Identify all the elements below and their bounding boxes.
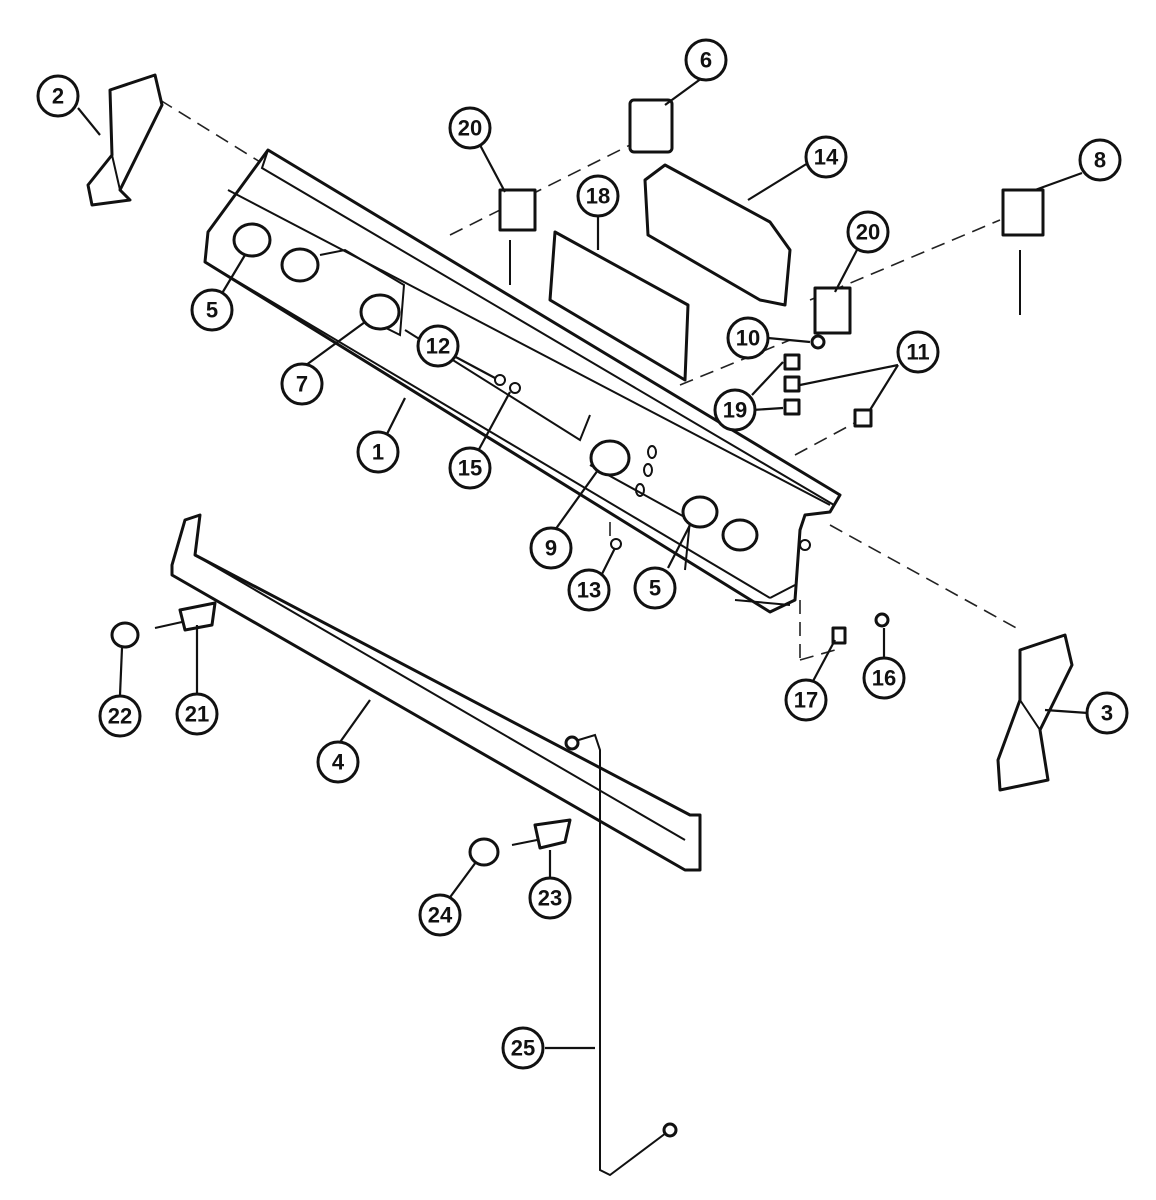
svg-text:1: 1 [372, 440, 384, 465]
callout-12: 12 [416, 324, 460, 368]
callout-10: 10 [726, 316, 770, 360]
part-10-screw [810, 334, 826, 350]
part-20-bracket-left [498, 188, 537, 232]
callout-13: 13 [567, 568, 611, 612]
svg-text:17: 17 [794, 688, 818, 713]
callout-16: 16 [862, 656, 906, 700]
callout-23: 23 [528, 876, 572, 920]
callout-7: 7 [280, 362, 324, 406]
part-16-screw [874, 612, 890, 628]
svg-text:21: 21 [185, 702, 209, 727]
callout-9: 9 [529, 526, 573, 570]
svg-text:2: 2 [52, 84, 64, 109]
svg-text:14: 14 [814, 145, 839, 170]
part-25-tube [571, 733, 671, 1177]
part-22-nut [110, 621, 140, 649]
callout-1: 1 [356, 430, 400, 474]
svg-text:19: 19 [723, 398, 747, 423]
callout-14: 14 [804, 135, 848, 179]
svg-text:24: 24 [428, 903, 453, 928]
part-20-bracket-right [813, 286, 852, 335]
control-panel-backguard [203, 148, 842, 614]
callout-19: 19 [713, 388, 757, 432]
svg-text:15: 15 [458, 456, 482, 481]
part-21-valve [154, 601, 217, 632]
callout-5a: 5 [190, 288, 234, 332]
callout-18: 18 [576, 174, 620, 218]
callout-8: 8 [1078, 138, 1122, 182]
leader-lines [77, 77, 1089, 1050]
part-6-switch [628, 98, 674, 154]
svg-text:12: 12 [426, 334, 450, 359]
svg-text:5: 5 [206, 298, 218, 323]
callout-4: 4 [316, 740, 360, 784]
control-knobs [232, 222, 811, 552]
callout-25: 25 [501, 1026, 545, 1070]
right-end-cap [996, 633, 1074, 792]
part-24-nut [468, 837, 500, 867]
part-17-clip [831, 626, 847, 645]
callout-24: 24 [418, 893, 462, 937]
svg-text:16: 16 [872, 666, 896, 691]
callout-20a: 20 [448, 106, 492, 150]
part-8-bracket [1001, 188, 1045, 315]
callout-5b: 5 [633, 566, 677, 610]
svg-text:20: 20 [856, 220, 880, 245]
svg-text:7: 7 [296, 372, 308, 397]
svg-text:8: 8 [1094, 148, 1106, 173]
svg-text:20: 20 [458, 116, 482, 141]
svg-text:11: 11 [906, 340, 929, 365]
callout-11: 11 [896, 330, 940, 374]
callout-21: 21 [175, 692, 219, 736]
callout-2: 2 [36, 74, 80, 118]
part-14-control-board [643, 163, 792, 307]
svg-text:9: 9 [545, 536, 557, 561]
callout-17: 17 [784, 678, 828, 722]
callout-3: 3 [1085, 691, 1129, 735]
callout-22: 22 [98, 694, 142, 738]
svg-text:25: 25 [511, 1036, 535, 1061]
part-11-19-clips [783, 353, 873, 428]
part-18-overlay [548, 230, 690, 382]
svg-text:6: 6 [700, 48, 712, 73]
svg-text:5: 5 [649, 576, 661, 601]
svg-text:23: 23 [538, 886, 562, 911]
svg-text:4: 4 [332, 750, 345, 775]
svg-text:13: 13 [577, 578, 601, 603]
callout-6: 6 [684, 38, 728, 82]
svg-text:10: 10 [736, 326, 760, 351]
svg-text:18: 18 [586, 184, 610, 209]
svg-text:3: 3 [1101, 701, 1113, 726]
callout-15: 15 [448, 446, 492, 490]
mounting-rail [170, 513, 702, 872]
callout-20b: 20 [846, 210, 890, 254]
svg-text:22: 22 [108, 704, 132, 729]
left-end-cap [86, 73, 164, 207]
part-23-valve [511, 818, 572, 850]
